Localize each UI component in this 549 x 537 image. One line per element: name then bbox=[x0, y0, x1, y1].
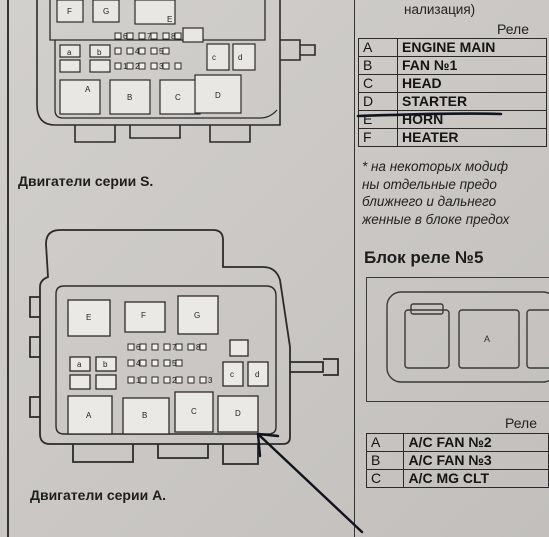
diagram-a-label-b: b bbox=[103, 360, 108, 369]
diagram-s-label-A: A bbox=[85, 85, 91, 94]
caption-s-series: Двигатели серии S. bbox=[18, 173, 154, 189]
diagram-s-label-a: a bbox=[67, 48, 72, 57]
diagram-s-label-c: c bbox=[212, 53, 216, 62]
diagram-s-label-C: C bbox=[175, 93, 181, 102]
diagram-s-label-3: 3 bbox=[159, 62, 164, 71]
diagram-s-label-2: 2 bbox=[135, 62, 140, 71]
diagram-a-label-2: 2 bbox=[172, 376, 177, 385]
diagram-a-label-6: 6 bbox=[136, 343, 141, 352]
diagram-a-label-7: 7 bbox=[172, 343, 177, 352]
diagram-s-label-g: G bbox=[103, 7, 109, 16]
diagram-a-label-8: 8 bbox=[196, 343, 201, 352]
diagram-a-label-B: B bbox=[142, 411, 147, 420]
diagram-a-label-c: c bbox=[230, 370, 234, 379]
column-divider-line bbox=[354, 0, 356, 537]
diagram-a-label-D: D bbox=[235, 409, 241, 418]
diagram-a-label-4: 4 bbox=[136, 359, 141, 368]
diagram-a-label-3: 3 bbox=[208, 376, 213, 385]
relay-name: FAN №1 bbox=[397, 56, 547, 75]
diagram-s-label-1: 1 bbox=[123, 62, 128, 71]
diagram-a-label-a: a bbox=[77, 360, 82, 369]
relay-key: F bbox=[358, 128, 398, 147]
left-border-line bbox=[7, 0, 9, 537]
top-table-header: Реле bbox=[497, 21, 529, 37]
diagram-s-label-8: 8 bbox=[171, 32, 176, 41]
diagram-s-label-d: d bbox=[238, 53, 242, 62]
handwritten-underline bbox=[356, 112, 503, 118]
relay-name: ENGINE MAIN bbox=[397, 38, 547, 57]
relay-name: A/C MG CLT bbox=[403, 469, 549, 488]
diagram-a-label-C: C bbox=[191, 407, 197, 416]
relay-key: C bbox=[365, 469, 405, 488]
relay-key: A bbox=[365, 433, 405, 452]
diagram-a-label-G: G bbox=[194, 311, 200, 320]
relay-name: HEAD bbox=[397, 74, 547, 93]
diagram-a-label-F: F bbox=[141, 311, 146, 320]
relay-key: A bbox=[358, 38, 398, 57]
diagram-s-label-7: 7 bbox=[147, 32, 152, 41]
diagram-a-label-1: 1 bbox=[136, 376, 141, 385]
relay-name: HEATER bbox=[397, 128, 547, 147]
relay-slot-label: A bbox=[484, 334, 490, 344]
relay-block-5-title: Блок реле №5 bbox=[364, 248, 484, 267]
relay-name: A/C FAN №2 bbox=[403, 433, 549, 452]
diagram-s-label-e: E bbox=[167, 15, 172, 24]
relay-key: B bbox=[365, 451, 405, 470]
footnote-line: женные в блоке предох bbox=[362, 211, 510, 227]
fuse-block-diagram-s: F G E 6 7 8 a b 1 2 3 4 5 c d A B C D bbox=[36, 0, 316, 143]
diagram-a-label-E: E bbox=[86, 313, 91, 322]
table-partial-text: нализация) bbox=[404, 2, 476, 17]
caption-a-series: Двигатели серии A. bbox=[30, 487, 167, 503]
diagram-s-label-D: D bbox=[215, 91, 221, 100]
handwritten-arrow bbox=[256, 432, 364, 534]
relay-key: C bbox=[358, 74, 398, 93]
relay-name: A/C FAN №3 bbox=[403, 451, 549, 470]
footnote-line: * на некоторых модиф bbox=[362, 159, 509, 174]
footnote-line: ближнего и дальнего bbox=[362, 194, 497, 209]
fuse-block-diagram-a: E F G 6 4 8 7 5 a b 1 2 3 c d A B C D bbox=[29, 229, 339, 465]
diagram-s-label-6: 6 bbox=[123, 32, 128, 41]
relay-block-5-drawing: A bbox=[386, 291, 549, 383]
relay-key: B bbox=[358, 56, 398, 75]
relay-block-5-panel: A bbox=[366, 277, 549, 402]
footnote-text: * на некоторых модиф ны отдельные предо … bbox=[362, 158, 549, 228]
diagram-s-label-b: b bbox=[97, 48, 102, 57]
diagram-s-label-f: F bbox=[67, 7, 72, 16]
diagram-s-label-B: B bbox=[127, 93, 132, 102]
footnote-line: ны отдельные предо bbox=[362, 176, 497, 192]
bottom-table-header: Реле bbox=[505, 415, 537, 431]
diagram-a-label-5: 5 bbox=[172, 359, 177, 368]
diagram-s-label-4: 4 bbox=[135, 47, 140, 56]
diagram-a-label-d: d bbox=[255, 370, 259, 379]
diagram-a-label-A: A bbox=[86, 411, 92, 420]
diagram-s-label-5: 5 bbox=[159, 47, 164, 56]
